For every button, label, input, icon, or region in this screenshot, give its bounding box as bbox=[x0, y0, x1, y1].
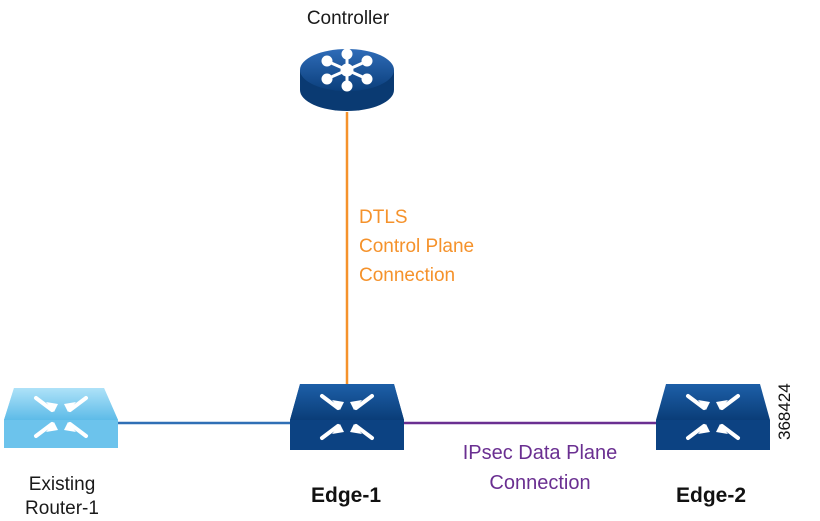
data-plane-label-line1: IPsec Data Plane bbox=[462, 442, 618, 464]
existing-router-label-line2: Router-1 bbox=[25, 498, 99, 519]
data-plane-label: IPsec Data Plane Connection bbox=[425, 438, 655, 498]
existing-router-label-line1: Existing bbox=[28, 474, 96, 495]
edge2-label: Edge-2 bbox=[675, 484, 746, 507]
data-plane-label-line2: Connection bbox=[489, 472, 591, 494]
controller-router-icon bbox=[300, 48, 394, 111]
controller-label: Controller bbox=[306, 8, 390, 29]
edge-router-icon bbox=[656, 384, 770, 450]
figure-id: 368424 bbox=[775, 383, 794, 440]
control-plane-label-line2: Control Plane bbox=[359, 236, 475, 257]
control-plane-label-line3: Connection bbox=[359, 265, 456, 286]
existing-router-icon bbox=[4, 388, 118, 448]
control-plane-label-line1: DTLS bbox=[359, 207, 408, 228]
existing-router-label: Existing Router-1 bbox=[0, 473, 124, 521]
control-plane-label: DTLS Control Plane Connection bbox=[359, 203, 474, 290]
edge1-label: Edge-1 bbox=[310, 484, 381, 507]
edge-router-icon bbox=[290, 384, 404, 450]
